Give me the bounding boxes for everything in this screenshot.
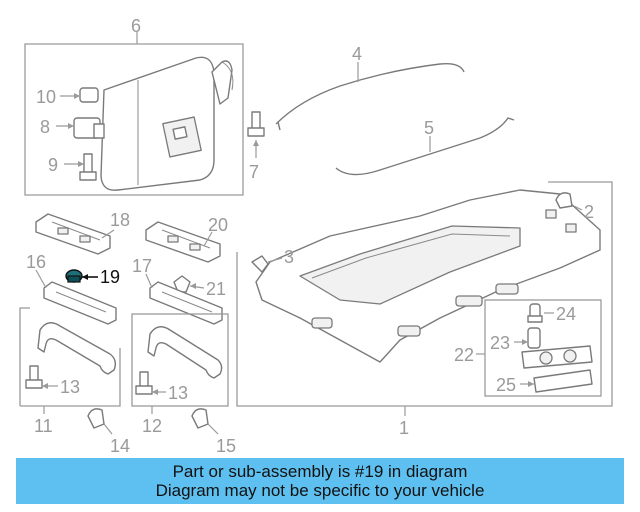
callout-3[interactable]: 3 bbox=[284, 247, 294, 267]
clip-19[interactable] bbox=[65, 269, 98, 283]
bracket-16[interactable] bbox=[35, 269, 117, 325]
parts-diagram: 6 10 8 9 7 bbox=[19, 16, 613, 456]
clip-3[interactable] bbox=[251, 255, 283, 273]
headliner-frame bbox=[236, 181, 613, 407]
bracket-18[interactable] bbox=[35, 213, 115, 255]
callout-24[interactable]: 24 bbox=[556, 304, 576, 324]
callout-11[interactable]: 11 bbox=[34, 416, 53, 436]
callout-21[interactable]: 21 bbox=[206, 279, 226, 299]
callout-7[interactable]: 7 bbox=[249, 162, 259, 182]
assist-handle-group-11: 11 13 bbox=[19, 307, 121, 436]
callout-20[interactable]: 20 bbox=[208, 215, 228, 235]
handle-screw-13b[interactable] bbox=[135, 371, 153, 395]
sunvisor-frame bbox=[24, 43, 244, 196]
callout-5[interactable]: 5 bbox=[424, 118, 434, 138]
callout-13a[interactable]: 13 bbox=[60, 377, 80, 397]
callout-6[interactable]: 6 bbox=[131, 16, 141, 36]
sunvisor-part[interactable] bbox=[100, 56, 215, 191]
callout-14[interactable]: 14 bbox=[110, 436, 130, 456]
callout-12[interactable]: 12 bbox=[142, 416, 162, 436]
callout-4[interactable]: 4 bbox=[352, 44, 362, 64]
sunroof-opening bbox=[299, 225, 521, 305]
callout-8[interactable]: 8 bbox=[40, 117, 50, 137]
assist-handle-group-12: 12 13 bbox=[131, 313, 229, 436]
cover-15[interactable] bbox=[191, 408, 219, 435]
lamp-socket-23[interactable] bbox=[527, 327, 541, 349]
screw-7[interactable] bbox=[247, 111, 265, 158]
clip-21[interactable] bbox=[173, 275, 205, 293]
visor-clip-10[interactable] bbox=[79, 87, 99, 103]
headliner-group: 1 bbox=[236, 181, 613, 438]
banner-line-2: Diagram may not be specific to your vehi… bbox=[155, 481, 485, 500]
callout-9[interactable]: 9 bbox=[48, 155, 58, 175]
assist-handle-12[interactable] bbox=[147, 326, 223, 379]
callout-25[interactable]: 25 bbox=[496, 375, 516, 395]
handle-frame-11 bbox=[19, 307, 30, 406]
callout-13b[interactable]: 13 bbox=[168, 383, 188, 403]
banner-line-1: Part or sub-assembly is #19 in diagram bbox=[172, 462, 468, 481]
lamp-bulb-24[interactable] bbox=[527, 303, 543, 323]
weatherstrip-4[interactable] bbox=[275, 62, 465, 131]
callout-1[interactable]: 1 bbox=[399, 418, 409, 438]
callout-17[interactable]: 17 bbox=[132, 256, 152, 276]
callout-19[interactable]: 19 bbox=[100, 267, 120, 287]
handle-frame-12 bbox=[131, 313, 229, 407]
callout-22[interactable]: 22 bbox=[454, 345, 474, 365]
cover-14[interactable] bbox=[87, 408, 113, 435]
assist-handle-11[interactable] bbox=[37, 322, 117, 375]
clip-2[interactable] bbox=[555, 192, 583, 211]
lamp-lens-25[interactable] bbox=[533, 369, 593, 393]
callout-15[interactable]: 15 bbox=[216, 436, 236, 456]
callout-18[interactable]: 18 bbox=[110, 210, 130, 230]
visor-screw-9[interactable] bbox=[79, 153, 97, 181]
callout-23[interactable]: 23 bbox=[490, 333, 510, 353]
weatherstrip-5[interactable] bbox=[335, 117, 515, 176]
handle-screw-13a[interactable] bbox=[25, 365, 43, 389]
sunvisor-group: 6 10 8 9 bbox=[24, 16, 244, 196]
callout-2[interactable]: 2 bbox=[584, 202, 594, 222]
info-banner: Part or sub-assembly is #19 in diagram D… bbox=[16, 458, 624, 504]
map-lamp-group: 22 24 23 25 bbox=[454, 299, 602, 397]
callout-16[interactable]: 16 bbox=[26, 252, 46, 272]
bracket-20[interactable] bbox=[145, 221, 221, 263]
map-lamp-frame bbox=[484, 299, 602, 397]
callout-10[interactable]: 10 bbox=[36, 87, 56, 107]
lamp-housing[interactable] bbox=[521, 345, 593, 369]
